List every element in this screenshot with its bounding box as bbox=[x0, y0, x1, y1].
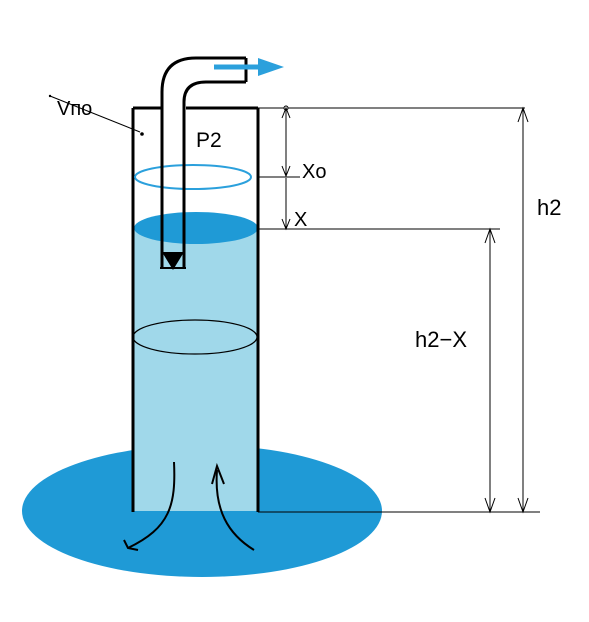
nozzle-tip bbox=[162, 252, 184, 270]
label-volume: Vпо bbox=[57, 98, 92, 120]
label-h2: h2 bbox=[537, 195, 561, 220]
label-h2-minus-x: h2−X bbox=[415, 327, 467, 352]
water-column bbox=[133, 228, 258, 511]
inflow-arrows bbox=[123, 461, 255, 551]
dimension-lines bbox=[258, 105, 540, 514]
initial-level-ring bbox=[134, 164, 252, 190]
label-pressure: P2 bbox=[196, 129, 222, 152]
cross-section-ring bbox=[132, 319, 258, 355]
label-x: X bbox=[294, 209, 307, 231]
water-surface bbox=[134, 212, 258, 244]
volume-pointer bbox=[48, 94, 144, 136]
label-x0: Xo bbox=[302, 161, 326, 183]
tube bbox=[131, 106, 260, 512]
outflow-arrow bbox=[214, 58, 284, 76]
suction-pipe bbox=[160, 56, 248, 268]
